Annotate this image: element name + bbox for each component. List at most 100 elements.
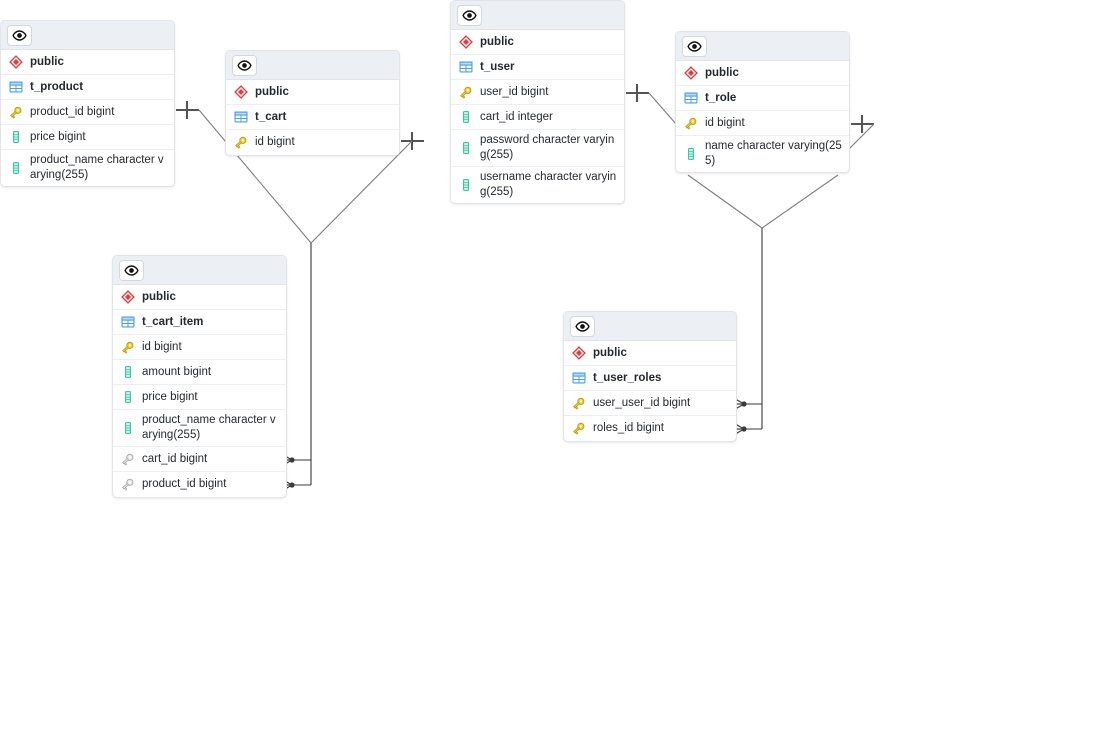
column-row-t_user_roles-1-label: roles_id bigint [593,422,664,434]
column-row-t_cart_item-2-label: price bigint [142,390,198,403]
schema-diamond-icon [683,66,698,81]
eye-icon [462,8,477,23]
column-row-t_cart_item-0[interactable]: id bigint [113,335,286,360]
column-icon [458,141,473,156]
edge-role-branch-to-vertex [761,174,839,229]
schema-row-t_product[interactable]: public [1,50,174,75]
table-header-t_product[interactable] [1,21,174,50]
schema-diamond-icon [120,290,135,305]
edge-one-marker-product [176,101,199,119]
column-row-t_cart-0-label: id bigint [255,136,295,148]
column-row-t_role-1[interactable]: name character varying(255) [676,136,849,172]
table-header-t_user_roles[interactable] [564,312,736,341]
eye-icon [575,319,590,334]
schema-row-t_user_roles[interactable]: public [564,341,736,366]
column-row-t_cart_item-0-label: id bigint [142,340,182,353]
table-t_user_roles[interactable]: public t_user_roles user_user_id bigint rol… [563,311,737,442]
column-row-t_role-0[interactable]: id bigint [676,111,849,136]
column-row-t_product-0[interactable]: product_id bigint [1,100,174,125]
column-row-t_user-2[interactable]: password character varying(255) [451,130,624,167]
table-name-row-t_user_roles[interactable]: t_user_roles [564,366,736,391]
table-name-row-t_user-label: t_user [480,60,515,73]
table-name-row-t_cart_item-label: t_cart_item [142,315,204,328]
column-row-t_cart_item-1-label: amount bigint [142,365,212,378]
column-row-t_product-1[interactable]: price bigint [1,125,174,150]
edge-user-to-role-diagonal [648,92,677,125]
column-row-t_cart_item-2[interactable]: price bigint [113,385,286,410]
table-header-t_role[interactable] [676,32,849,61]
column-row-t_user_roles-1[interactable]: roles_id bigint [564,416,736,441]
column-row-t_cart_item-3-label: product_name character varying(255) [142,414,276,441]
foreign-key-icon [120,452,135,467]
table-name-row-t_product[interactable]: t_product [1,75,174,100]
column-icon [120,365,135,380]
column-row-t_user-0[interactable]: user_id bigint [451,80,624,105]
column-row-t_cart_item-1[interactable]: amount bigint [113,360,286,385]
table-name-row-t_cart[interactable]: t_cart [226,105,399,130]
edge-one-marker-user [626,84,649,102]
edge-user-branch-to-vertex [687,174,763,229]
column-row-t_role-1-label: name character varying(255) [705,140,842,167]
schema-row-t_cart_item-label: public [142,290,176,303]
column-icon [458,178,473,193]
column-row-t_cart_item-4[interactable]: cart_id bigint [113,447,286,472]
eye-icon [687,39,702,54]
schema-row-t_cart_item[interactable]: public [113,285,286,310]
column-row-t_product-2-label: product_name character varying(255) [30,154,164,181]
schema-row-t_product-label: public [30,55,64,68]
table-header-t_cart[interactable] [226,51,399,80]
column-icon [458,110,473,125]
column-icon [683,147,698,162]
schema-diamond-icon [571,346,586,361]
column-row-t_user-3-label: username character varying(255) [480,171,617,198]
column-row-t_user-0-label: user_id bigint [480,85,549,98]
column-row-t_role-0-label: id bigint [705,116,745,129]
table-name-row-t_user_roles-label: t_user_roles [593,371,662,384]
table-name-row-t_user[interactable]: t_user [451,55,624,80]
primary-key-icon [458,85,473,100]
toggle-visibility-button-t_cart_item[interactable] [119,259,144,281]
table-name-row-t_role-label: t_role [705,91,737,104]
table-name-row-t_role[interactable]: t_role [676,86,849,111]
column-row-t_user_roles-0[interactable]: user_user_id bigint [564,391,736,416]
schema-diamond-icon [458,35,473,50]
column-row-t_cart-0[interactable]: id bigint [226,130,399,155]
table-grid-icon [233,110,248,125]
toggle-visibility-button-t_cart[interactable] [232,54,257,76]
schema-row-t_user-label: public [480,35,514,48]
table-name-row-t_cart-label: t_cart [255,110,287,123]
column-row-t_cart_item-5[interactable]: product_id bigint [113,472,286,497]
table-t_product[interactable]: public t_product product_id bigint price bi… [0,20,175,187]
table-t_user[interactable]: public t_user user_id bigint cart_id intege… [450,0,625,204]
column-row-t_user_roles-0-label: user_user_id bigint [593,396,691,409]
table-grid-icon [458,60,473,75]
edge-one-marker-cart [401,132,424,150]
schema-row-t_role-label: public [705,66,739,79]
table-grid-icon [571,371,586,386]
column-row-t_product-0-label: product_id bigint [30,105,115,118]
column-row-t_user-1[interactable]: cart_id integer [451,105,624,130]
column-row-t_product-2[interactable]: product_name character varying(255) [1,150,174,186]
toggle-visibility-button-t_user_roles[interactable] [570,315,595,337]
column-row-t_user-3[interactable]: username character varying(255) [451,167,624,203]
table-name-row-t_product-label: t_product [30,80,84,93]
table-name-row-t_cart_item[interactable]: t_cart_item [113,310,286,335]
eye-icon [12,28,27,43]
primary-key-icon [120,340,135,355]
toggle-visibility-button-t_user[interactable] [457,4,482,26]
toggle-visibility-button-t_product[interactable] [7,24,32,46]
primary-key-icon [8,105,23,120]
table-header-t_user[interactable] [451,1,624,30]
column-row-t_cart_item-5-label: product_id bigint [142,478,227,490]
schema-row-t_user[interactable]: public [451,30,624,55]
column-row-t_cart_item-3[interactable]: product_name character varying(255) [113,410,286,447]
toggle-visibility-button-t_role[interactable] [682,35,707,57]
schema-row-t_cart[interactable]: public [226,80,399,105]
table-header-t_cart_item[interactable] [113,256,286,285]
schema-row-t_role[interactable]: public [676,61,849,86]
primary-key-icon [571,421,586,436]
